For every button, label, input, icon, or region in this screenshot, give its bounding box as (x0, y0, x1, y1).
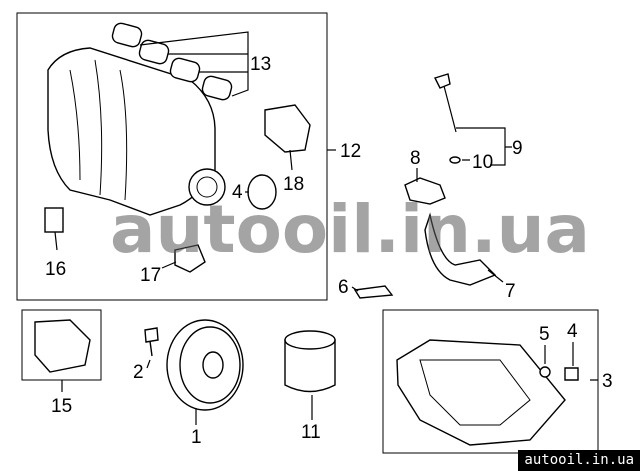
callout-12: 12 (340, 141, 361, 162)
drain-plug-4 (564, 367, 579, 381)
dipstick (434, 73, 461, 164)
oil-filter (284, 330, 336, 393)
leader-16 (54, 231, 58, 251)
callout-16: 16 (45, 259, 66, 280)
callout-17: 17 (140, 265, 161, 286)
callout-13: 13 (250, 54, 271, 75)
callout-15: 15 (51, 396, 72, 417)
watermark-badge: autooil.in.ua (518, 450, 640, 471)
leader-2 (146, 359, 151, 369)
oil-pan-group-box (382, 309, 599, 454)
callout-9: 9 (512, 138, 523, 159)
leader-17 (161, 261, 177, 269)
callout-2: 2 (133, 362, 144, 383)
leader-6 (351, 286, 359, 292)
watermark-text: autooil.in.ua (110, 191, 590, 268)
callout-14: 4 (232, 182, 243, 203)
callout-7: 7 (505, 281, 516, 302)
callout-8: 8 (410, 148, 421, 169)
callout-4: 4 (567, 321, 578, 342)
sensor-16 (44, 207, 64, 233)
callout-labels: 13 12 18 4 16 17 9 10 8 7 6 15 2 1 11 5 … (45, 54, 613, 448)
bracket-6 (353, 285, 394, 299)
callout-18: 18 (283, 174, 304, 195)
crankshaft-pulley (166, 319, 244, 411)
oil-pan (396, 339, 566, 446)
callout-5: 5 (539, 324, 550, 345)
callout-11: 11 (301, 422, 321, 443)
callout-1: 1 (191, 427, 202, 448)
callout-10: 10 (472, 152, 493, 173)
callout-3: 3 (602, 371, 613, 392)
leader-13 (139, 31, 249, 97)
leader-18 (289, 149, 293, 171)
throttle-body (264, 104, 311, 153)
intake-manifold-group-box (16, 12, 328, 301)
bracket-15 (34, 319, 91, 373)
callout-6: 6 (338, 277, 349, 298)
dipstick-tube (424, 212, 497, 286)
leader-9-10 (456, 127, 512, 166)
bolt-2 (144, 327, 159, 357)
leader-7 (487, 269, 504, 283)
gasket-8 (404, 177, 446, 205)
intake-manifold (47, 47, 226, 216)
leaders-3-4-5 (544, 342, 598, 381)
manifold-gaskets (111, 22, 233, 101)
washer-5 (539, 366, 551, 378)
